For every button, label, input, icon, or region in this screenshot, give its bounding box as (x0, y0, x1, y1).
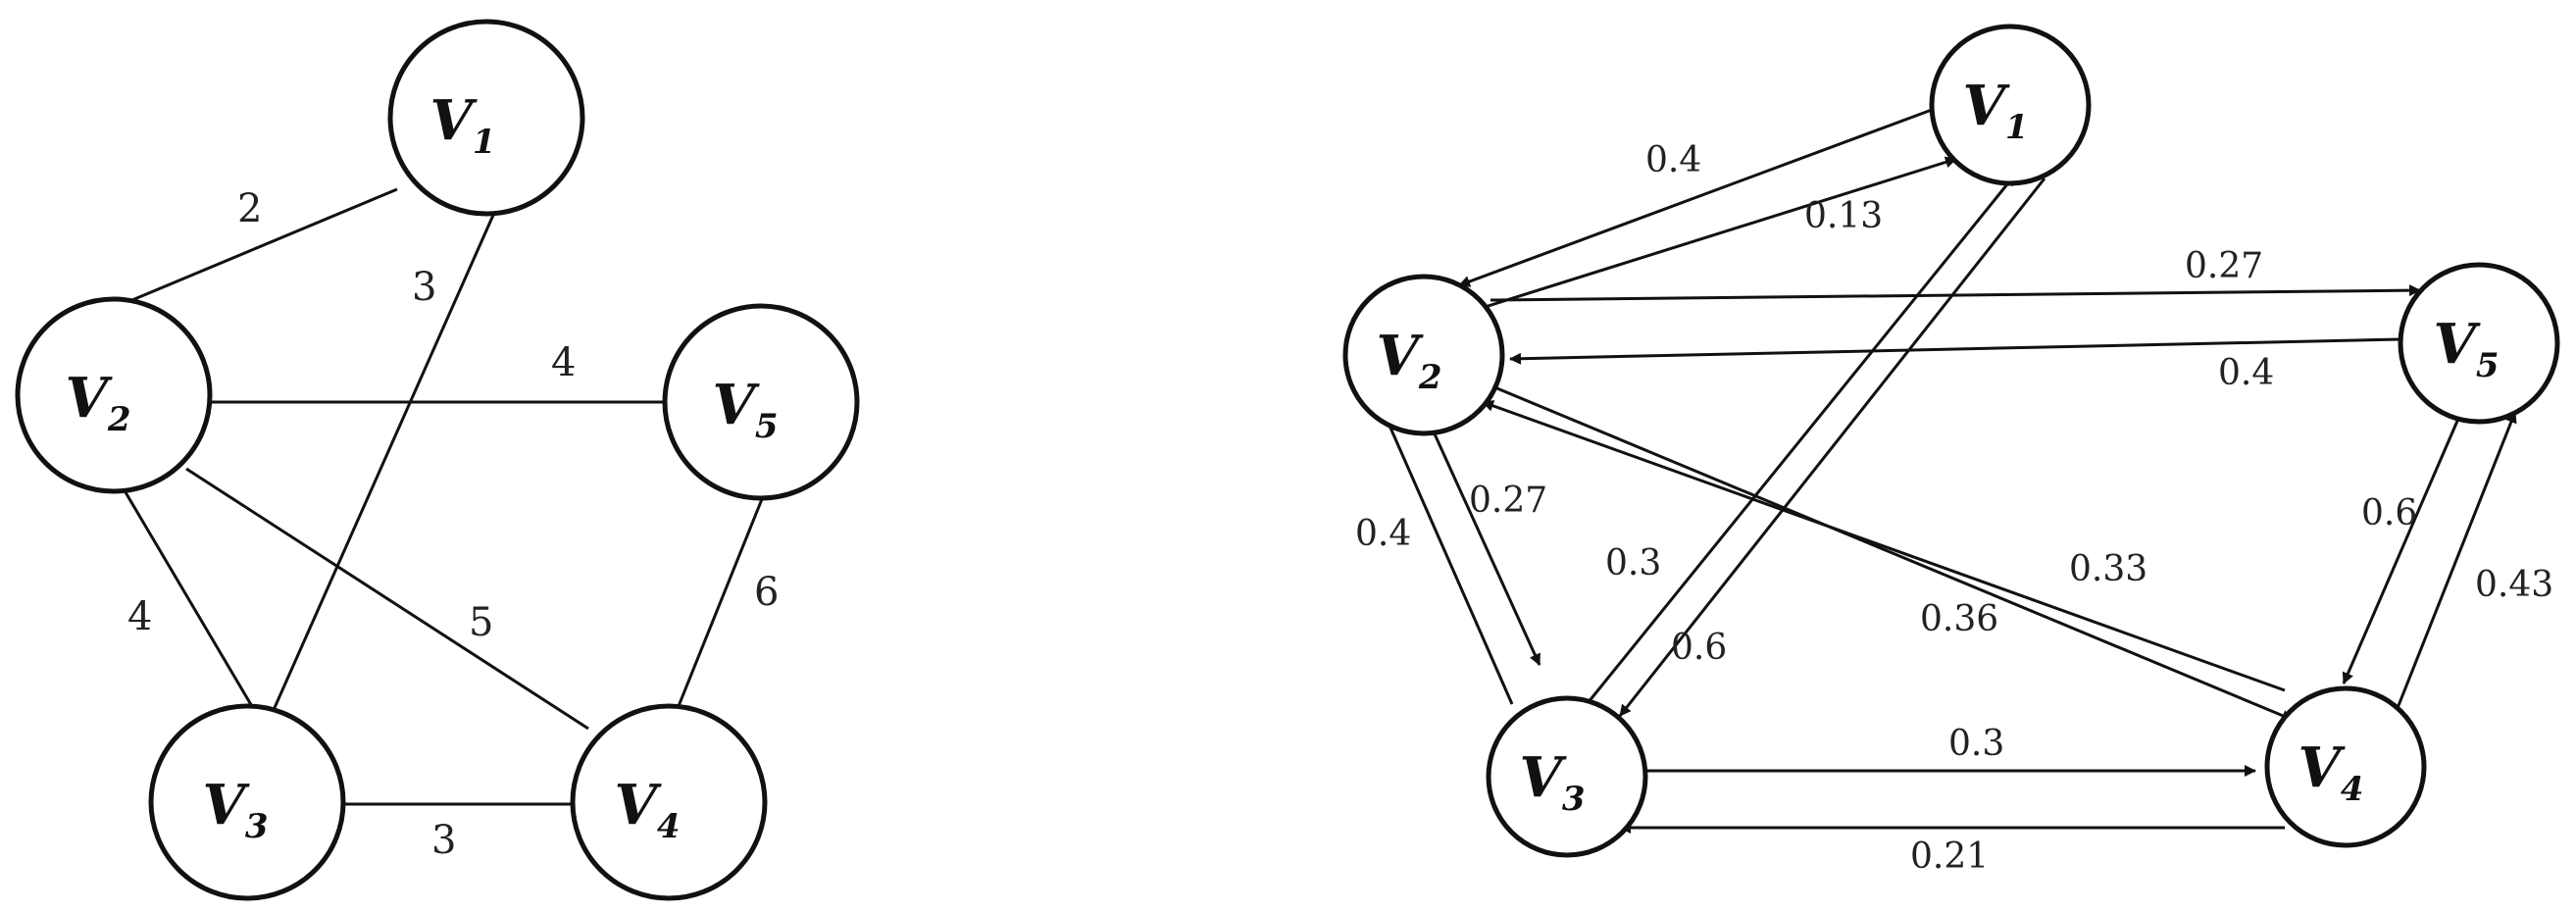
svg-text:V3: V3 (1519, 745, 1585, 819)
node-v2: V2 (1342, 274, 1505, 436)
directed-graph: 0.4 0.13 0.27 0.4 0.4 0.27 0.3 0.6 0.33 … (1342, 24, 2560, 877)
svg-text:V1: V1 (429, 88, 495, 162)
node-v5: V5 (662, 303, 860, 501)
undirected-graph: 2 3 4 4 5 6 3 V1 V2 V5 V3 V4 (15, 19, 860, 901)
arc-v2-v1 (1478, 156, 1957, 311)
weight-v5-v2: 0.4 (2218, 353, 2274, 393)
directed-weights: 0.4 0.13 0.27 0.4 0.4 0.27 0.3 0.6 0.33 … (1355, 140, 2553, 877)
weight-v4-v5: 0.43 (2475, 565, 2553, 605)
weight-v1-v3: 3 (412, 265, 436, 310)
directed-arcs (1381, 108, 2517, 834)
weight-v5-v4: 0.6 (2361, 493, 2417, 533)
weight-v3-v1: 0.3 (1605, 543, 1661, 583)
weight-v3-v2: 0.4 (1355, 514, 1411, 554)
weight-v2-v3: 0.27 (1469, 481, 1547, 521)
weight-v4-v2: 0.36 (1920, 599, 1998, 639)
node-v2: V2 (15, 296, 213, 494)
weight-v3-v4: 3 (431, 818, 456, 863)
undirected-edges (124, 187, 764, 806)
edge-v1-v2 (126, 187, 398, 304)
edge-v2-v4 (185, 467, 589, 731)
weight-v1-v3: 0.6 (1671, 628, 1727, 668)
arc-v2-v5 (1490, 284, 2421, 302)
weight-v4-v3: 0.21 (1910, 836, 1989, 877)
arc-v4-v2 (1482, 400, 2286, 692)
svg-text:V2: V2 (1376, 324, 1441, 397)
weight-v1-v2: 0.4 (1645, 140, 1701, 180)
node-v3: V3 (1486, 695, 1648, 858)
arc-v2-v4 (1491, 384, 2294, 722)
svg-text:V3: V3 (202, 773, 268, 846)
weight-v2-v3: 4 (127, 594, 152, 639)
arc-v1-v2 (1458, 108, 1933, 287)
weight-v2-v4: 0.33 (2069, 549, 2147, 589)
edge-v2-v3 (124, 491, 255, 709)
svg-text:V1: V1 (1962, 74, 2028, 147)
undirected-weights: 2 3 4 4 5 6 3 (127, 186, 779, 863)
arc-v3-v1 (1582, 174, 2017, 709)
weight-v2-v5: 4 (551, 340, 576, 385)
edge-v4-v5 (675, 498, 764, 712)
svg-text:V5: V5 (712, 373, 778, 446)
node-v4: V4 (570, 703, 768, 901)
svg-text:V4: V4 (2298, 735, 2363, 809)
edge-v1-v3 (256, 203, 500, 746)
node-v3: V3 (148, 703, 346, 901)
weight-v2-v1: 0.13 (1804, 196, 1883, 236)
svg-text:V5: V5 (2433, 312, 2499, 385)
arc-v4-v5 (2396, 411, 2517, 709)
arc-v5-v2 (1509, 337, 2401, 365)
node-v1: V1 (1929, 24, 2092, 186)
node-v4: V4 (2264, 685, 2427, 848)
weight-v2-v4: 5 (469, 600, 493, 645)
weight-v4-v5: 6 (754, 570, 779, 615)
svg-text:V2: V2 (65, 366, 130, 439)
arc-v5-v4 (2342, 411, 2463, 684)
weight-v3-v4: 0.3 (1948, 724, 2004, 764)
weight-v1-v2: 2 (237, 186, 262, 231)
node-v1: V1 (387, 19, 585, 217)
arc-v3-v2 (1381, 409, 1514, 705)
svg-text:V4: V4 (614, 773, 680, 846)
arc-v1-v3 (1618, 177, 2046, 717)
arc-v2-v3 (1430, 427, 1541, 666)
weight-v2-v5: 0.27 (2185, 246, 2263, 286)
node-v5: V5 (2398, 262, 2560, 425)
